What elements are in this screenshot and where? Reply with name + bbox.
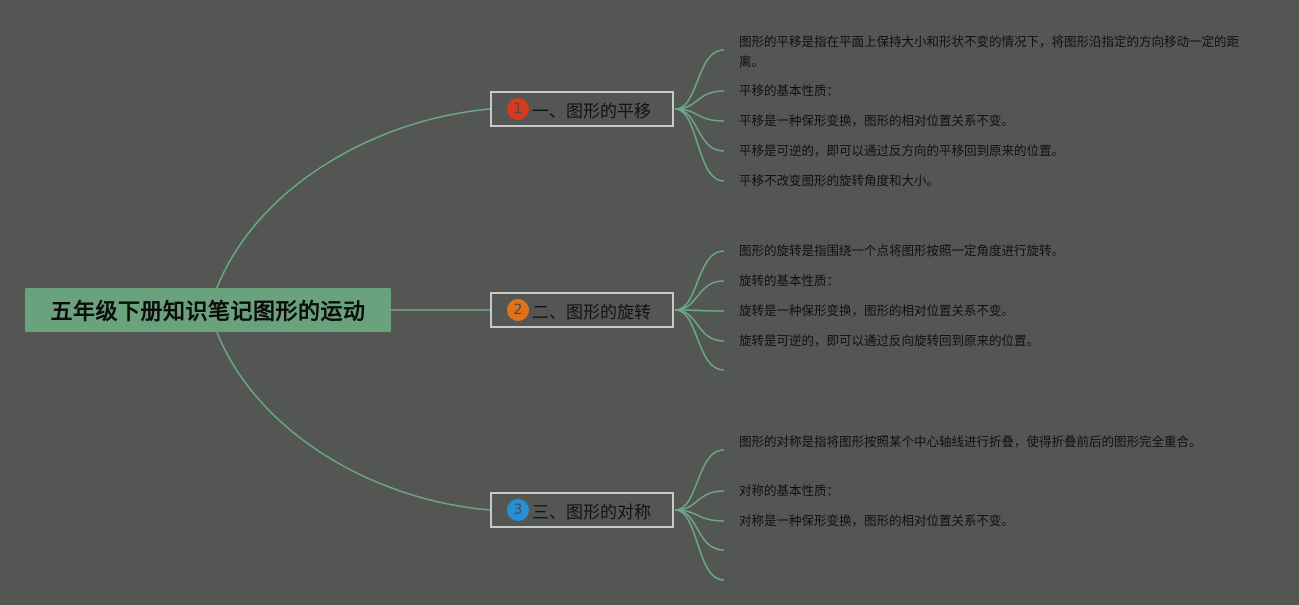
leaf-connector-2-5 — [674, 309, 725, 371]
leaf-node[interactable]: 旋转是一种保形变换，图形的相对位置关系不变。 — [739, 303, 1015, 318]
leaf-node[interactable]: 平移不改变图形的旋转角度和大小。 — [739, 173, 940, 188]
leaf-node[interactable]: 对称是一种保形变换，图形的相对位置关系不变。 — [739, 513, 1015, 528]
topic-label: 二、图形的旋转 — [532, 302, 651, 323]
root-title: 五年级下册知识笔记图形的运动 — [50, 300, 366, 325]
leaf-node[interactable]: 旋转是可逆的，即可以通过反向旋转回到原来的位置。 — [739, 333, 1040, 348]
leaf-node[interactable]: 旋转的基本性质： — [739, 273, 840, 288]
leaf-node[interactable]: 平移是一种保形变换，图形的相对位置关系不变。 — [739, 113, 1015, 128]
leaf-connector-3-1 — [674, 449, 725, 511]
leaf-connector-3-5 — [674, 509, 725, 581]
leaf-connector-2-1 — [674, 250, 725, 311]
number-badge-icon: 1 — [507, 98, 529, 120]
number-badge-icon: 2 — [507, 299, 529, 321]
leaf-node[interactable]: 平移的基本性质： — [739, 83, 840, 98]
leaf-connector-3-2 — [674, 490, 725, 511]
leaf-node[interactable]: 图形的对称是指将图形按照某个中心轴线进行折叠，使得折叠前后的图形完全重合。 — [739, 434, 1202, 449]
root-node[interactable]: 五年级下册知识笔记图形的运动 — [25, 288, 391, 332]
leaf-connector-2-2 — [674, 280, 725, 311]
topic-node-translation[interactable]: 1 一、图形的平移 — [490, 91, 674, 127]
root-connector-topic-1 — [215, 108, 491, 291]
leaf-node[interactable]: 图形的旋转是指围绕一个点将图形按照一定角度进行旋转。 — [739, 243, 1065, 258]
leaf-connector-1-1 — [674, 49, 725, 110]
topic-node-rotation[interactable]: 2 二、图形的旋转 — [490, 292, 674, 328]
topic-label: 一、图形的平移 — [532, 101, 651, 122]
leaf-node[interactable]: 对称的基本性质： — [739, 483, 840, 498]
root-connector-topic-3 — [215, 329, 491, 511]
topic-label: 三、图形的对称 — [532, 502, 651, 523]
number-badge-icon: 3 — [507, 499, 529, 521]
leaf-connector-1-5 — [674, 108, 725, 182]
topic-node-symmetry[interactable]: 3 三、图形的对称 — [490, 492, 674, 528]
leaf-node[interactable]: 平移是可逆的，即可以通过反方向的平移回到原来的位置。 — [739, 143, 1065, 158]
leaf-connector-2-4 — [674, 309, 725, 342]
leaf-node[interactable]: 图形的平移是指在平面上保持大小和形状不变的情况下，将图形沿指定的方向移动一定的距… — [739, 34, 1240, 69]
